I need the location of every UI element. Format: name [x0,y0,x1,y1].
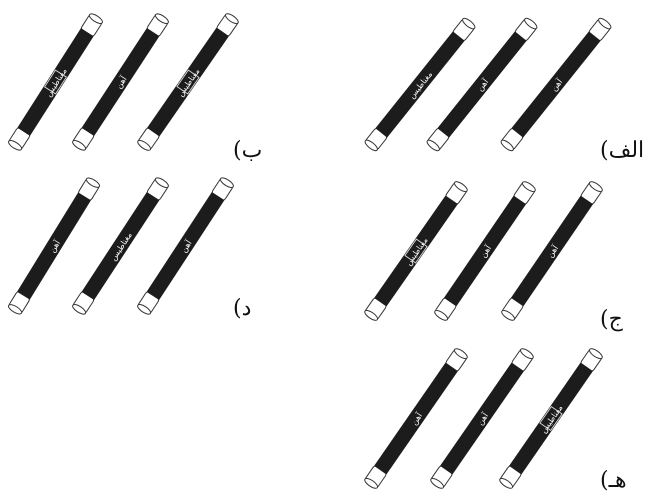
magnet-rod: آهن [500,17,612,152]
rod-end-face [598,17,612,30]
option-label-be: ب) [233,138,263,163]
rod-end-face [88,13,103,24]
rod-body [437,31,527,138]
option-label-jim: ج) [600,307,623,332]
rod-end-face [364,309,379,321]
rod-end-face [137,304,152,315]
magnet-rod: آهن [72,13,169,151]
rod-end-face [500,139,514,152]
rod-end-face [588,181,603,193]
rod-end-face [521,181,536,193]
rod-end-face [434,309,449,321]
rod-end-face [499,477,514,489]
rod-end-face [588,348,603,360]
option-label-he: هـ) [600,468,627,493]
rod-end-face [137,139,152,151]
rod-end-face [364,477,379,489]
rod-body [81,191,160,301]
label-frame [539,405,563,432]
rod-body [511,31,601,138]
magnet-rod: آهن [426,17,538,152]
rod-end-face [72,140,87,151]
rod-body [17,192,91,300]
rod-end-face [219,177,234,188]
option-label-alef: الف) [600,138,645,163]
rod-body [509,362,593,475]
rod-body [374,362,458,475]
rod-end-face [453,181,468,193]
magnet-rod: مغناطیس [137,13,239,151]
label-frame [176,69,200,95]
magnet-rod: آهن [434,181,536,321]
rod-end-face [7,304,23,315]
label-frame [404,238,428,264]
label-frame [44,69,67,95]
magnet-rod: مغناطیس [364,181,468,321]
rod-body [440,362,524,475]
rod-end-face [72,304,87,315]
rod-end-face [462,17,476,30]
rod-end-face [154,13,169,24]
rod-end-face [519,348,534,360]
rod-end-face [453,348,468,360]
rod-end-face [8,140,23,151]
rod-end-face [426,139,440,152]
option-label-dal: د) [233,296,252,321]
rod-body [374,195,458,307]
rod-end-face [501,309,516,321]
rod-body [17,28,94,136]
rod-body [147,27,229,137]
rod-end-face [224,13,239,25]
rod-end-face [85,177,101,188]
magnet-rod: آهن [430,348,534,489]
rod-body [375,31,465,138]
magnet-rod: آهن [501,181,603,321]
rod-end-face [524,17,538,30]
rod-body [443,195,527,307]
magnet-rod: آهن [137,177,234,315]
rod-body [81,27,160,137]
rod-end-face [430,477,445,489]
magnet-rod: آهن [364,348,468,489]
rod-end-face [364,139,378,152]
magnet-rod: مغناطیس [364,17,476,152]
rod-end-face [154,177,169,188]
magnet-rod: آهن [7,177,101,315]
magnet-rod: مغناطیس [499,348,603,489]
rod-body [146,191,225,301]
rod-body [510,195,594,307]
